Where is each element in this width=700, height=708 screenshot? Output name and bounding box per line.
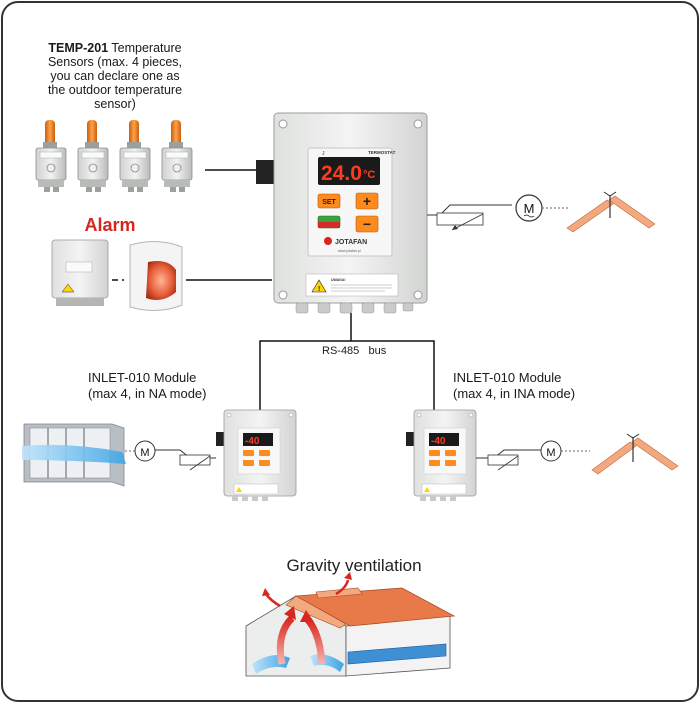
svg-text:!: ! (318, 286, 320, 293)
left-module-caption-line1: INLET-010 Module (88, 370, 196, 385)
temperature-display (318, 157, 380, 185)
actuator-link-left (152, 449, 216, 471)
right-inlet-module: -40 (406, 409, 477, 501)
left-inlet-module: -40 (216, 409, 297, 501)
svg-text:M: M (524, 201, 535, 216)
motor-icon: M (515, 194, 543, 222)
unit-title: TERMOSTAT (368, 150, 396, 155)
actuator-link-right (476, 449, 541, 471)
left-module-button[interactable] (243, 460, 254, 466)
air-inlet-icon (22, 423, 126, 487)
warning-icon (311, 279, 327, 293)
right-module-button[interactable] (429, 460, 440, 466)
gravity-title: Gravity ventilation (286, 556, 421, 575)
plus-button-label: + (363, 193, 371, 209)
outflow-arrows (262, 572, 352, 665)
stop-button[interactable] (318, 222, 340, 228)
jotafan-logo-icon (324, 237, 332, 245)
brand-name: JOTAFAN (335, 239, 367, 246)
alarm-controller-box (51, 239, 109, 306)
left-module-button[interactable] (259, 450, 270, 456)
roof-icon (591, 433, 679, 475)
left-module-button[interactable] (259, 460, 270, 466)
right-module-caption-line1: INLET-010 Module (453, 370, 561, 385)
set-button[interactable] (317, 193, 341, 209)
left-module-display-value: -40 (245, 436, 260, 447)
svg-text:M: M (140, 447, 149, 459)
svg-text:M: M (546, 447, 555, 459)
motor-icon: M (540, 440, 562, 462)
temperature-sensor-icon (119, 119, 151, 193)
bus-label: RS-485 bus (322, 345, 387, 357)
sensors-caption-line4: the outdoor temperature (48, 83, 182, 97)
main-controller: J TERMOSTAT 24.0 °C SET + − JOTAFAN www.… (256, 112, 428, 314)
plus-button[interactable] (355, 192, 379, 210)
minus-button[interactable] (355, 215, 379, 233)
display-unit: °C (363, 169, 375, 181)
set-button-label: SET (322, 199, 336, 206)
temperature-sensor-icon (77, 119, 109, 193)
right-module-button[interactable] (429, 450, 440, 456)
right-module-display (429, 433, 459, 446)
right-module-caption-line2: (max 4, in INA mode) (453, 386, 575, 401)
cable-glands (295, 302, 414, 314)
sensors-caption-line1: TEMP-201 Temperature (48, 41, 181, 55)
right-module-button[interactable] (445, 450, 456, 456)
roof-icon (566, 191, 656, 233)
siren-icon (129, 241, 183, 311)
left-module-caption-line2: (max 4, in NA mode) (88, 386, 207, 401)
left-module-display (243, 433, 273, 446)
motor-icon: M (134, 440, 156, 462)
temperature-sensor-icon (35, 120, 67, 192)
alarm-label: Alarm (84, 215, 135, 235)
brand-website: www.jotafan.pl (338, 249, 361, 253)
display-value: 24.0 (321, 162, 362, 185)
right-module-button[interactable] (445, 460, 456, 466)
actuator-link-top (427, 204, 512, 231)
warning-title: UWAGA! (331, 278, 346, 282)
sensors-caption-line3: you can declare one as (50, 69, 179, 83)
sensors-caption-line5: sensor) (94, 97, 136, 111)
rs485-bus (259, 313, 435, 410)
sensors-caption-line2: Sensors (max. 4 pieces, (48, 55, 182, 69)
minus-button-label: − (363, 216, 371, 232)
temperature-sensor-icon (161, 119, 193, 193)
left-module-button[interactable] (243, 450, 254, 456)
brand-mark: J (322, 151, 325, 157)
right-module-display-value: -40 (431, 436, 446, 447)
